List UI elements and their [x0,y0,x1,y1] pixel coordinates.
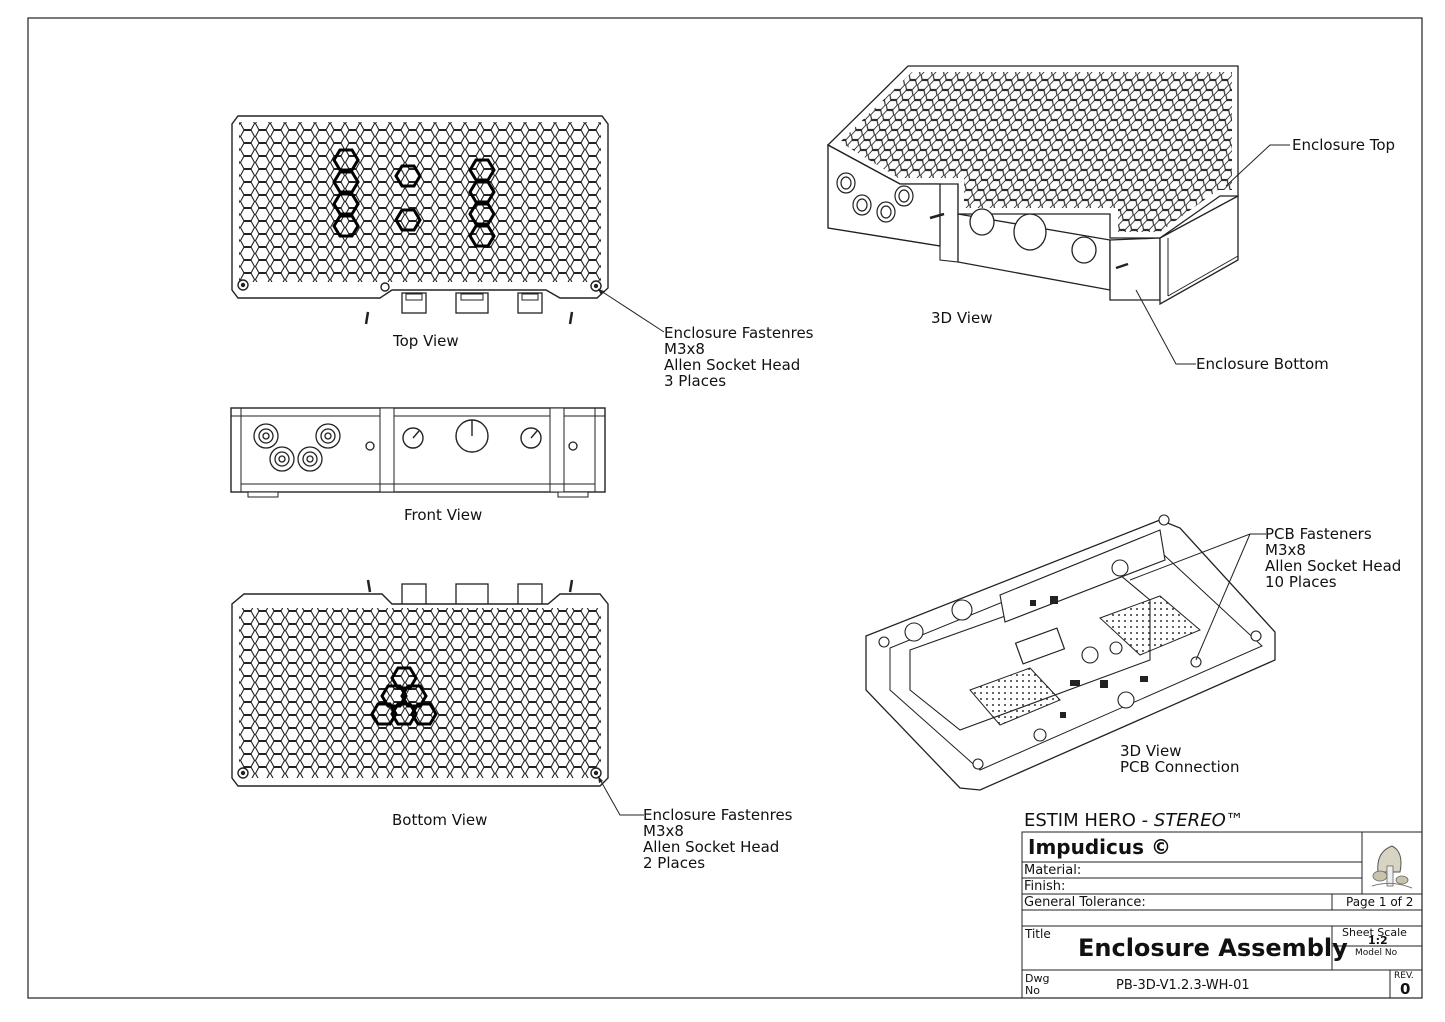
page-number: Page 1 of 2 [1346,895,1414,909]
dwg-label-2: No [1025,984,1040,997]
callout-line: Allen Socket Head [664,356,801,374]
bottom-view-label: Bottom View [392,811,488,829]
finish-label: Finish: [1024,879,1066,894]
sheet-scale-value: 1:2 [1368,934,1388,947]
callout-line: M3x8 [1265,541,1306,559]
bottom-view-drawing [231,579,609,787]
callout-line: Allen Socket Head [1265,557,1402,575]
dwg-number: PB-3D-V1.2.3-WH-01 [1116,978,1250,993]
pcb-fasteners-callout: PCB Fasteners M3x8 Allen Socket Head 10 … [1265,526,1401,590]
top-view-drawing [231,115,609,325]
drawing-title: Enclosure Assembly [1078,934,1348,962]
callout-line: Enclosure Fastenres [664,324,814,342]
title-label: Title [1025,927,1051,941]
model-no-label: Model No [1355,948,1398,958]
top-fasteners-callout: Enclosure Fastenres M3x8 Allen Socket He… [664,325,814,389]
iso-view-label: 3D View [931,309,993,327]
front-view-drawing [230,407,606,498]
front-view-label: Front View [404,506,483,524]
pcb-view-drawing [865,514,1276,791]
callout-line: M3x8 [664,340,705,358]
callout-line: 3 Places [664,372,727,390]
sheet-scale-label: Sheet Scale [1342,926,1407,939]
callout-line: Allen Socket Head [643,838,780,856]
company-name: Impudicus © [1028,835,1171,859]
top-view-label: Top View [393,332,459,350]
enclosure-bottom-callout: Enclosure Bottom [1196,355,1329,373]
rev-value: 0 [1400,980,1411,998]
sheet-border [27,17,1423,999]
rev-label: REV. [1394,971,1414,981]
title-block-lines [1021,831,1423,999]
tolerance-label: General Tolerance: [1024,895,1146,910]
bottom-fasteners-callout: Enclosure Fastenres M3x8 Allen Socket He… [643,807,793,871]
callout-line: M3x8 [643,822,684,840]
iso-view-drawing [826,65,1239,306]
project-tm: ™ [1225,810,1244,831]
pcb-view-label-2: PCB Connection [1120,758,1240,776]
project-prefix: ESTIM HERO - [1024,810,1154,831]
callout-line: 2 Places [643,854,706,872]
enclosure-top-callout: Enclosure Top [1292,136,1396,154]
callout-line: 10 Places [1265,573,1337,591]
project-name: ESTIM HERO - STEREO™ [1024,810,1244,831]
mushroom-logo-icon [1371,845,1413,889]
material-label: Material: [1024,863,1082,878]
pcb-view-label-1: 3D View [1120,742,1182,760]
callout-line: Enclosure Fastenres [643,806,793,824]
dwg-label-1: Dwg [1025,972,1050,985]
project-italic: STEREO [1153,810,1226,831]
callout-line: PCB Fasteners [1265,525,1372,543]
